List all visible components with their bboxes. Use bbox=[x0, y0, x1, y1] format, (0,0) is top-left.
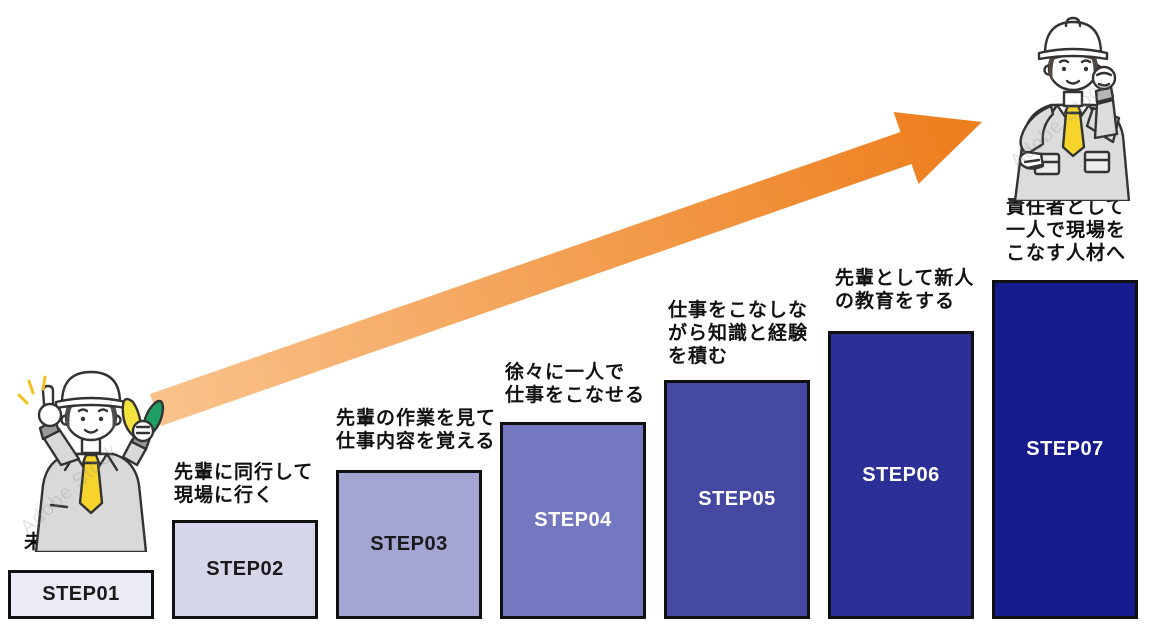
sleeve-forearm-right bbox=[1093, 98, 1119, 140]
step-caption-5: 仕事をこなしな がら知識と経験 を積む bbox=[668, 300, 809, 367]
step-label-7: STEP07 bbox=[1026, 438, 1104, 460]
step-bar-1: STEP01 bbox=[8, 570, 154, 619]
hair-left bbox=[1048, 56, 1056, 82]
eye-right bbox=[1083, 66, 1089, 72]
sparkle-icon bbox=[17, 375, 47, 405]
mouth bbox=[83, 428, 99, 434]
step-bar-3: STEP03 bbox=[336, 470, 482, 619]
helmet bbox=[60, 370, 122, 405]
brow-right bbox=[1080, 59, 1092, 64]
helmet-ridge bbox=[1064, 16, 1082, 28]
eye-left bbox=[80, 416, 86, 422]
step-caption-4: 徐々に一人で 仕事をこなせる bbox=[505, 362, 646, 406]
hip-finger-lines bbox=[1023, 158, 1043, 170]
beginner-worker-illustration bbox=[17, 370, 165, 552]
helmet-brim bbox=[1037, 47, 1109, 61]
step-label-5: STEP05 bbox=[698, 488, 776, 510]
lapel-right bbox=[105, 452, 119, 472]
senior-worker-illustration bbox=[1013, 16, 1131, 201]
hair-right bbox=[109, 405, 117, 431]
step-bar-2: STEP02 bbox=[172, 520, 318, 619]
helmet bbox=[1043, 20, 1103, 56]
step-label-6: STEP06 bbox=[862, 463, 940, 486]
step-caption-7: 責任者として 一人で現場を こなす人材へ bbox=[1006, 197, 1127, 264]
step-caption-6: 先輩として新人 の教育をする bbox=[835, 268, 975, 312]
finger-lines bbox=[135, 425, 151, 435]
step-bar-4: STEP04 bbox=[500, 422, 646, 619]
brow-left bbox=[1058, 59, 1070, 64]
brow-left bbox=[77, 408, 89, 413]
step-label-1: STEP01 bbox=[42, 583, 120, 605]
eye-right bbox=[98, 416, 104, 422]
step-bar-6: STEP06 bbox=[828, 331, 974, 619]
tie-knot bbox=[81, 453, 101, 465]
step-bar-5: STEP05 bbox=[664, 380, 810, 619]
step-label-4: STEP04 bbox=[534, 509, 612, 531]
finger-curl bbox=[1095, 71, 1113, 87]
hand-right bbox=[131, 419, 155, 443]
pocket-line bbox=[49, 503, 69, 509]
tie bbox=[78, 461, 104, 515]
step-label-2: STEP02 bbox=[206, 558, 284, 580]
sleeve-left bbox=[1019, 104, 1055, 156]
step-label-3: STEP03 bbox=[370, 533, 448, 555]
mouth bbox=[1065, 79, 1081, 85]
hair-left bbox=[65, 405, 73, 431]
brow-right bbox=[97, 408, 109, 413]
tie bbox=[1061, 111, 1086, 158]
neck bbox=[1062, 90, 1084, 108]
step-caption-3: 先輩の作業を見て 仕事内容を覚える bbox=[336, 408, 497, 452]
step-caption-2: 先輩に同行して 現場に行く bbox=[174, 462, 314, 506]
eye-left bbox=[1061, 66, 1067, 72]
step-bar-7: STEP07 bbox=[992, 280, 1138, 619]
fist-left bbox=[37, 402, 63, 428]
chest-pocket-right bbox=[1083, 150, 1111, 174]
